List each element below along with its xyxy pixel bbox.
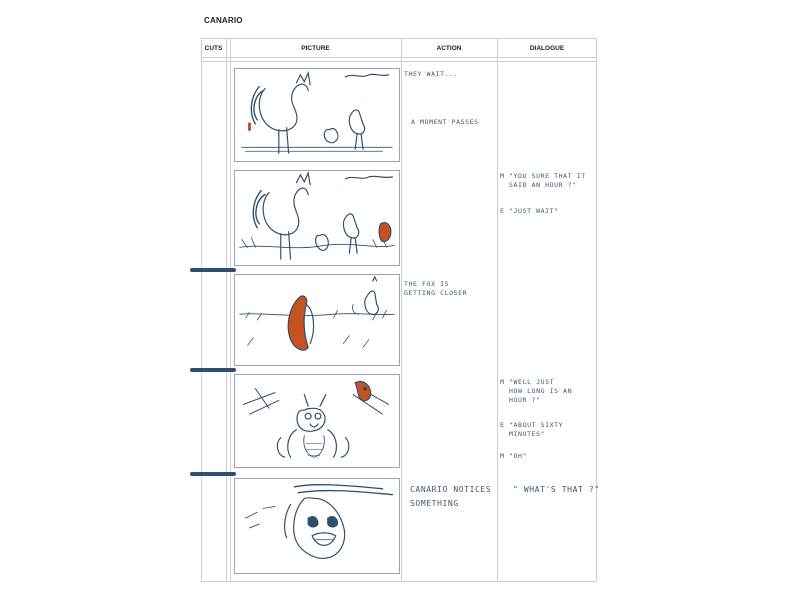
action-text-4: CANARIO NOTICES [410, 485, 492, 494]
dialogue-text-7: SOMETHING [410, 499, 459, 508]
storyboard-panel-4 [234, 374, 400, 468]
column-divider-picture [401, 38, 402, 582]
storyboard-panel-1 [234, 68, 400, 162]
dialogue-text-1: M "YOU SURE THAT IT SAID AN HOUR ?" [500, 172, 586, 189]
dialogue-text-2: E "JUST WAIT" [500, 207, 559, 215]
cut-marker [190, 368, 236, 372]
dialogue-text-6: " WHAT'S THAT ?" [513, 485, 600, 494]
storyboard-panel-5 [234, 478, 400, 574]
column-header-picture: PICTURE [301, 45, 330, 52]
dialogue-text-5: M "OH" [500, 452, 528, 460]
page-title: CANARIO [204, 16, 243, 25]
column-header-cuts: CUTS [204, 45, 223, 52]
storyboard-sheet [201, 38, 597, 582]
column-divider-cuts-inner [230, 38, 231, 582]
storyboard-panel-3 [234, 274, 400, 366]
dialogue-text-3: M "WELL JUST HOW LONG IS AN HOUR ?" [500, 378, 573, 404]
cut-marker [190, 268, 236, 272]
dialogue-text-4: E "ABOUT SIXTY MINUTES" [500, 421, 564, 438]
column-divider-action [497, 38, 498, 582]
header-divider [201, 57, 597, 58]
action-text-2: A MOMENT PASSES [411, 118, 479, 126]
action-text-3: THE FOX IS GETTING CLOSER [404, 280, 468, 297]
cut-marker [190, 472, 236, 476]
header-divider-inner [201, 61, 597, 62]
action-text-1: THEY WAIT... [404, 70, 459, 78]
column-header-dialogue: DIALOGUE [529, 45, 565, 52]
storyboard-panel-2 [234, 170, 400, 266]
column-divider-cuts [226, 38, 227, 582]
column-header-action: ACTION [436, 45, 462, 52]
